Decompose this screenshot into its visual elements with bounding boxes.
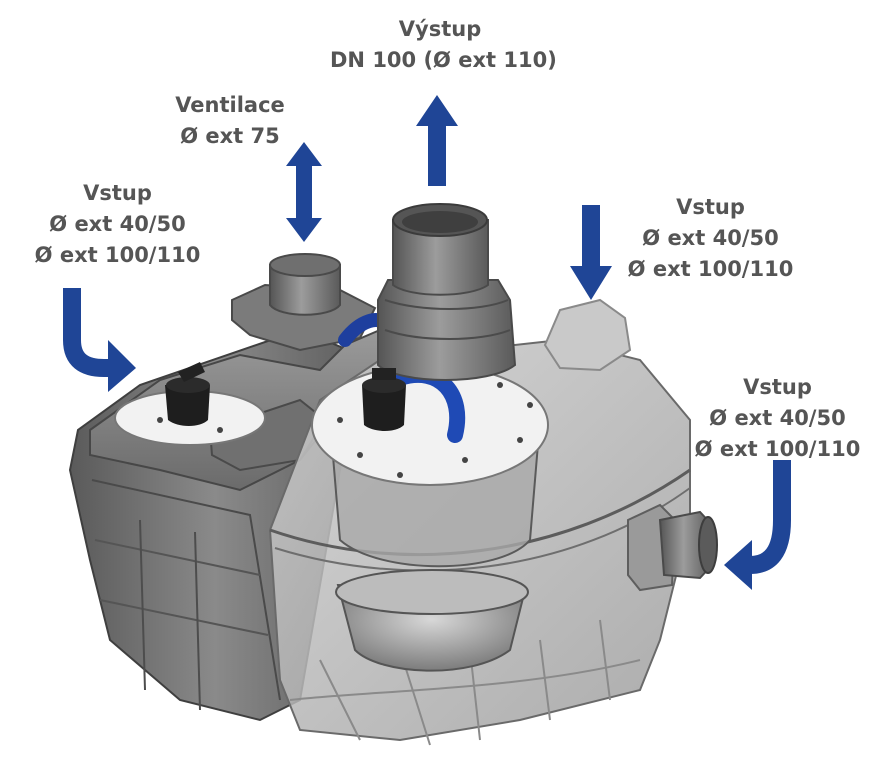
vent-label-title: Ventilace: [175, 93, 285, 117]
outlet-pipe: [377, 203, 517, 381]
inlet-right-top-arrow-icon: [570, 205, 612, 300]
side-inlet-pipe: [627, 503, 718, 592]
inlet-right-side-label-size-large: Ø ext 100/110: [694, 437, 861, 461]
left-knob: [165, 362, 210, 426]
center-knob: [362, 368, 406, 431]
inlet-right-top-label-size-small: Ø ext 40/50: [642, 226, 779, 250]
inlet-right-side-arrow-icon: [724, 460, 791, 590]
vent-pipe: [269, 253, 341, 316]
outlet-label-title: Výstup: [398, 17, 482, 41]
inlet-right-side-label-title: Vstup: [743, 375, 812, 399]
inlet-right-side-label-size-small: Ø ext 40/50: [709, 406, 846, 430]
outlet-label-size: DN 100 (Ø ext 110): [330, 48, 557, 72]
inlet-left-label-title: Vstup: [83, 181, 152, 205]
vent-label: Ventilace Ø ext 75: [165, 90, 295, 152]
outlet-label: Výstup DN 100 (Ø ext 110): [330, 14, 557, 76]
inlet-left-label: Vstup Ø ext 40/50 Ø ext 100/110: [10, 178, 225, 271]
outlet-arrow-icon: [416, 95, 458, 186]
inlet-left-arrow-icon: [63, 288, 136, 392]
inlet-left-label-size-small: Ø ext 40/50: [49, 212, 186, 236]
inlet-left-label-size-large: Ø ext 100/110: [34, 243, 201, 267]
inlet-right-top-label-title: Vstup: [676, 195, 745, 219]
vent-label-size: Ø ext 75: [180, 124, 280, 148]
inlet-right-top-label-size-large: Ø ext 100/110: [627, 257, 794, 281]
inlet-right-side-label: Vstup Ø ext 40/50 Ø ext 100/110: [670, 372, 885, 465]
vent-arrow-icon: [286, 142, 322, 242]
inlet-right-top-label: Vstup Ø ext 40/50 Ø ext 100/110: [603, 192, 818, 285]
